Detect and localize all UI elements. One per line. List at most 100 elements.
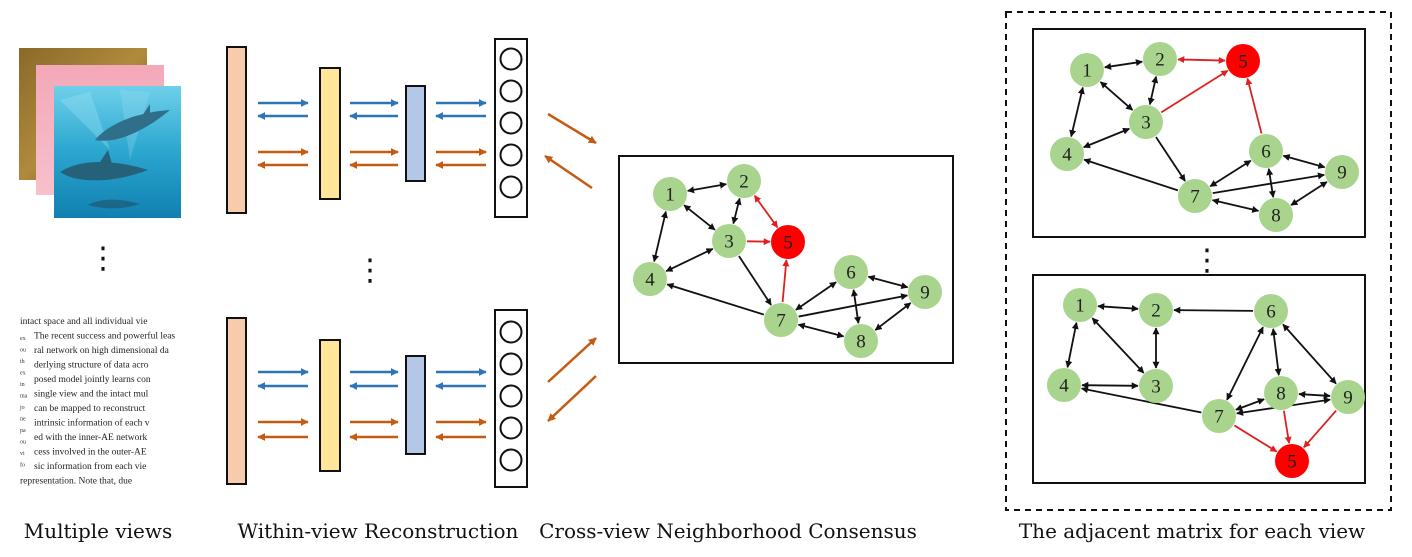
graph-edges <box>1069 56 1328 213</box>
document-line: The recent success and powerful leas <box>34 331 175 342</box>
neuron-circles <box>499 320 523 472</box>
neuron <box>499 79 523 103</box>
node-circle <box>1249 134 1283 168</box>
edge-7-4 <box>666 282 765 316</box>
edge-7-9 <box>798 293 909 318</box>
edge-3-5 <box>1160 69 1229 114</box>
node-label: 3 <box>1151 377 1161 398</box>
node-label: 7 <box>1190 187 1200 208</box>
node-circle <box>834 255 868 289</box>
edge-1-2 <box>1097 303 1139 312</box>
views-ellipsis-left: ⋮ <box>88 241 118 276</box>
document-margin-fragment: ou <box>20 348 26 354</box>
document-line: derlying structure of data acro <box>34 360 149 371</box>
edge-1-2 <box>1104 59 1143 70</box>
node-circle <box>1331 380 1365 414</box>
edge-3-4 <box>1081 381 1139 390</box>
graph-node-2: 2 <box>1139 293 1173 327</box>
edge-7-8 <box>797 322 845 339</box>
edge-1-3 <box>1091 317 1145 374</box>
image-view-stack <box>19 48 181 218</box>
edge-3-4 <box>665 247 714 273</box>
document-margin-fragment: fo <box>20 462 25 469</box>
edge-2-5 <box>1177 56 1226 64</box>
node-label: 3 <box>724 232 734 253</box>
layer-arrows <box>257 99 487 169</box>
neuron <box>499 175 523 199</box>
edge-7-5 <box>781 259 790 303</box>
arrow-from-consensus-top <box>544 154 593 190</box>
node-label: 4 <box>1059 376 1069 397</box>
document-line: single view and the intact mul <box>34 390 149 400</box>
neuron <box>499 352 523 376</box>
graph-node-5: 5 <box>1226 44 1260 78</box>
document-margin-fragment: th <box>20 359 25 365</box>
document-margin-fragment: in <box>20 382 25 388</box>
edge-1-3 <box>683 204 716 231</box>
edge-6-7 <box>1226 326 1264 401</box>
graph-node-1: 1 <box>1063 288 1097 322</box>
node-label: 3 <box>1141 113 1151 134</box>
document-margin-fragment: vi <box>20 451 25 457</box>
node-label: 9 <box>1343 388 1353 409</box>
edge-2-3 <box>1147 75 1159 106</box>
edge-1-4 <box>652 210 668 263</box>
document-line: ed with the inner-AE network <box>34 433 147 443</box>
edge-6-9 <box>1282 154 1326 169</box>
edge-8-9 <box>1290 181 1328 206</box>
node-label: 6 <box>1266 302 1276 323</box>
node-label: 6 <box>846 263 856 284</box>
document-margin-fragment: ou <box>20 440 26 446</box>
document-margin-fragment: ex <box>20 371 26 377</box>
consensus-arrows <box>544 112 597 422</box>
document-margin-fragment: ex <box>20 336 26 342</box>
encoder-layer-yellow <box>319 67 341 200</box>
neuron <box>499 416 523 440</box>
caption-cross-view-consensus: Cross-view Neighborhood Consensus <box>539 519 917 543</box>
node-label: 9 <box>920 283 930 304</box>
node-circle <box>633 262 667 296</box>
graph-node-4: 4 <box>1047 368 1081 402</box>
node-label: 8 <box>856 332 866 353</box>
neuron-circles <box>499 47 523 199</box>
graph-node-9: 9 <box>908 275 942 309</box>
graph-node-5: 5 <box>1275 444 1309 478</box>
edge-7-5 <box>1233 424 1278 453</box>
graph-node-6: 6 <box>1249 134 1283 168</box>
edge-6-5 <box>1245 77 1263 134</box>
node-circle <box>727 164 761 198</box>
edge-6-8 <box>851 289 861 324</box>
document-line: posed model jointly learns con <box>34 375 151 385</box>
edge-1-4 <box>1069 86 1085 138</box>
arrow-to-consensus-top <box>547 112 597 145</box>
node-label: 5 <box>1287 452 1297 473</box>
caption-multiple-views: Multiple views <box>24 519 173 543</box>
edge-2-3 <box>731 197 742 225</box>
edge-7-4 <box>1080 386 1202 414</box>
edge-6-8 <box>1270 328 1282 376</box>
arrow-from-consensus-bottom <box>547 375 597 422</box>
edge-6-9 <box>1282 323 1337 385</box>
document-margin-fragment: jo <box>19 405 25 411</box>
graph-node-4: 4 <box>633 262 667 296</box>
node-label: 4 <box>645 270 655 291</box>
node-label: 2 <box>1155 50 1165 71</box>
node-circle <box>1202 399 1236 433</box>
graph-node-3: 3 <box>1129 105 1163 139</box>
graph-node-1: 1 <box>1070 53 1104 87</box>
node-label: 2 <box>739 172 749 193</box>
node-circle <box>764 303 798 337</box>
edge-1-2 <box>687 181 727 194</box>
document-page <box>16 312 188 484</box>
edge-3-4 <box>1083 127 1130 149</box>
node-label: 9 <box>1337 163 1347 184</box>
graph-node-8: 8 <box>1259 198 1293 232</box>
within-ellipsis: ⋮ <box>355 253 385 288</box>
document-margin-fragment: pa <box>20 428 26 434</box>
dolphin-2 <box>60 161 148 181</box>
encoder-layer-salmon <box>226 46 247 214</box>
edge-8-5 <box>1282 410 1292 444</box>
graph-node-6: 6 <box>1254 294 1288 328</box>
